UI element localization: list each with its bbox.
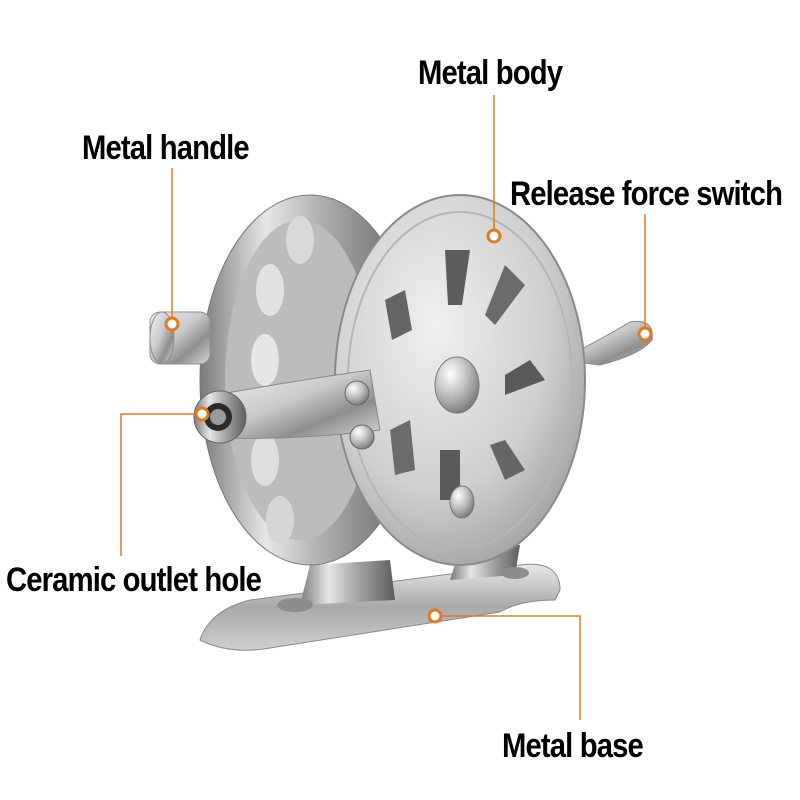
ceramic-outlet-arm — [193, 369, 381, 450]
label-metal-base: Metal base — [502, 727, 644, 765]
marker-dot — [164, 316, 180, 332]
label-metal-handle: Metal handle — [82, 129, 250, 167]
marker-dot — [427, 608, 443, 624]
callout-metal-base — [427, 608, 581, 720]
reel-front-face — [334, 194, 586, 566]
marker-dot — [194, 406, 210, 422]
callout-metal-handle — [164, 168, 180, 332]
label-release-force-switch: Release force switch — [510, 175, 783, 213]
label-ceramic-outlet-hole: Ceramic outlet hole — [6, 561, 262, 599]
metal-handle — [149, 311, 211, 365]
marker-dot — [486, 228, 502, 244]
label-metal-body: Metal body — [418, 54, 563, 92]
callout-metal-body — [486, 95, 502, 244]
marker-dot — [637, 326, 653, 342]
callout-release-force-switch — [637, 214, 653, 342]
callout-ceramic-outlet-hole — [120, 406, 210, 556]
